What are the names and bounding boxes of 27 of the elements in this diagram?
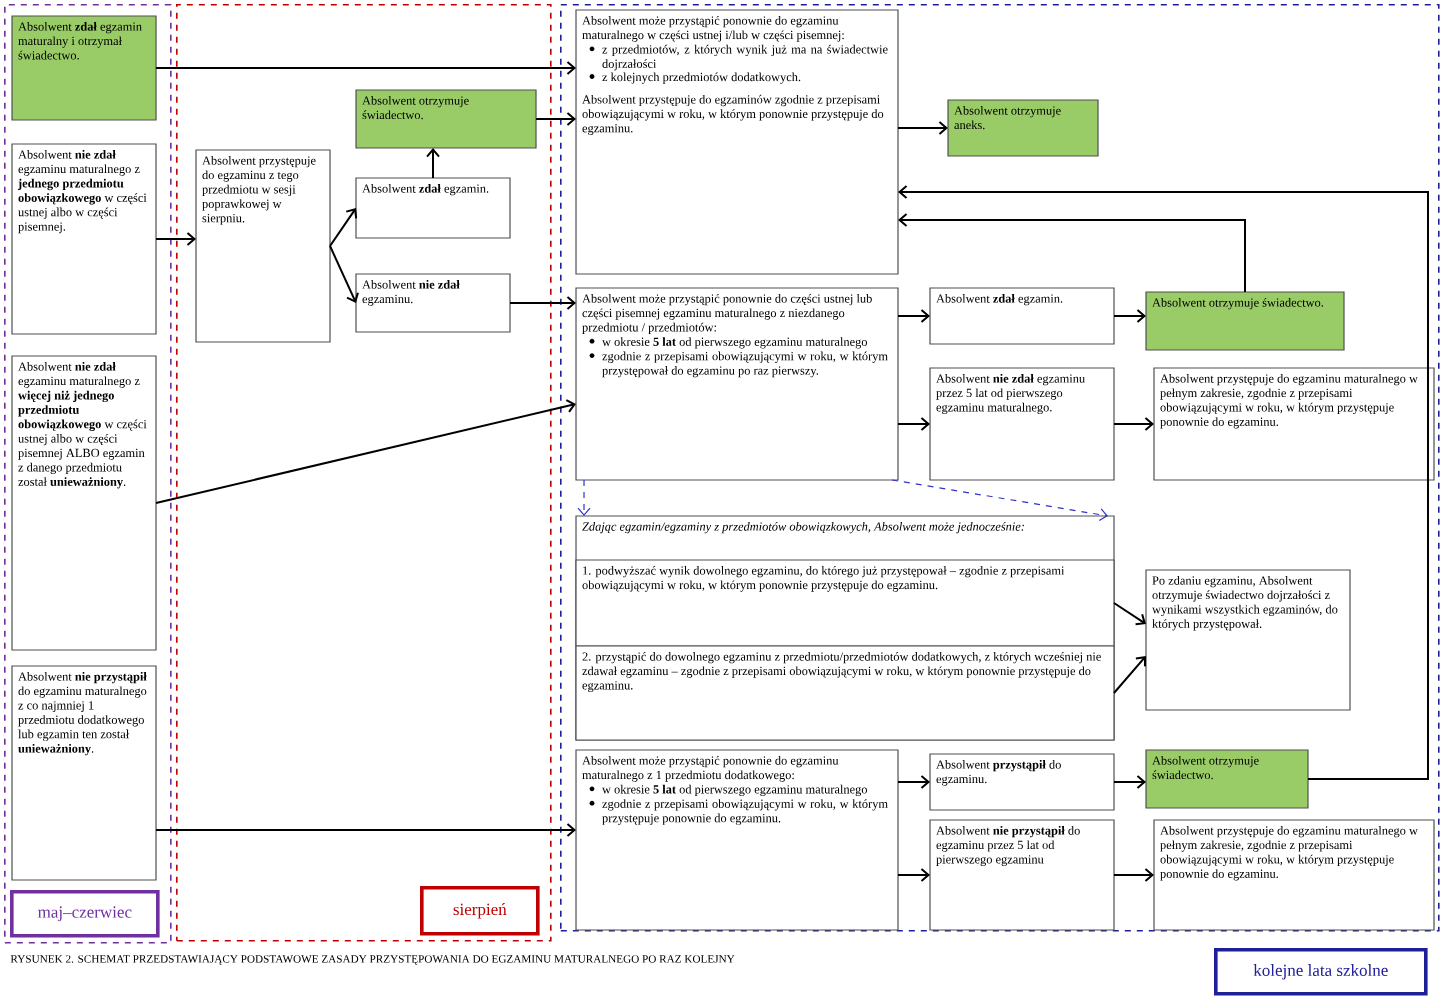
arrow xyxy=(155,61,576,75)
arrow xyxy=(1113,868,1154,882)
arrow xyxy=(329,245,359,303)
arrow xyxy=(897,121,948,135)
arrow xyxy=(577,479,591,516)
arrow xyxy=(1113,775,1146,789)
arrow xyxy=(1113,417,1154,431)
arrow xyxy=(898,213,1246,293)
period-label: sierpień xyxy=(420,886,540,936)
arrow xyxy=(897,309,930,323)
arrow xyxy=(329,208,358,247)
arrow xyxy=(155,823,576,837)
arrow xyxy=(1113,309,1146,323)
arrow xyxy=(426,148,440,179)
arrow xyxy=(155,232,196,246)
arrow xyxy=(155,399,576,504)
arrow xyxy=(891,479,1108,522)
arrow xyxy=(1113,656,1146,694)
period-label: kolejne lata szkolne xyxy=(1214,948,1428,996)
arrow xyxy=(1113,602,1146,626)
arrow xyxy=(897,868,930,882)
arrow xyxy=(897,417,930,431)
period-label: maj–czerwiec xyxy=(10,890,160,938)
arrow xyxy=(509,296,576,310)
arrow xyxy=(535,112,576,126)
arrow xyxy=(897,775,930,789)
arrow xyxy=(898,185,1429,780)
